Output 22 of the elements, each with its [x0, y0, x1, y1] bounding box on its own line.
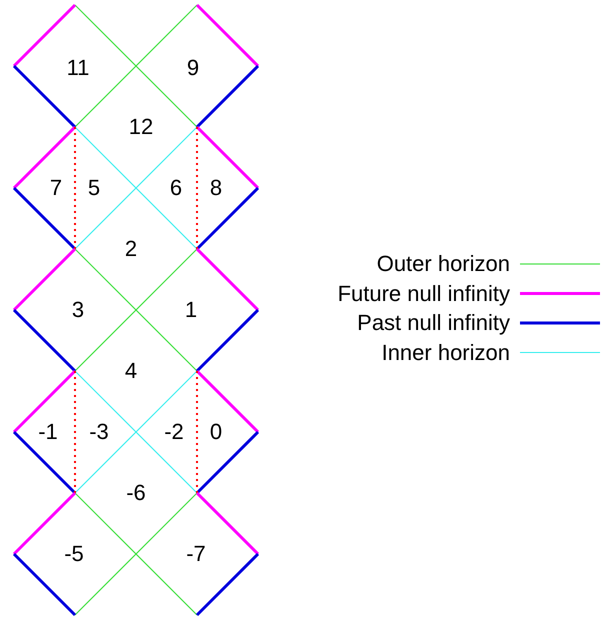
region-number: 8 [210, 177, 222, 199]
region-number: 11 [66, 57, 90, 79]
legend-text: Outer horizon [376, 253, 510, 275]
region-number: 0 [210, 421, 222, 443]
region-number: 7 [50, 177, 62, 199]
region-number: 9 [186, 57, 200, 79]
region-number: -6 [126, 482, 146, 504]
region-number: 4 [124, 360, 138, 382]
region-number: 2 [124, 238, 138, 260]
region-number: -7 [186, 543, 206, 565]
region-number: 5 [88, 177, 100, 199]
region-number: -2 [164, 421, 184, 443]
region-number: -1 [38, 421, 58, 443]
region-number: 12 [128, 116, 154, 138]
legend-text: Inner horizon [382, 342, 510, 364]
region-number: 3 [72, 299, 84, 321]
legend-text: Past null infinity [357, 312, 510, 334]
region-number: 1 [184, 299, 198, 321]
region-number: -5 [64, 543, 84, 565]
region-number: -3 [89, 421, 109, 443]
legend-text: Future null infinity [338, 282, 510, 304]
region-number: 6 [170, 177, 182, 199]
